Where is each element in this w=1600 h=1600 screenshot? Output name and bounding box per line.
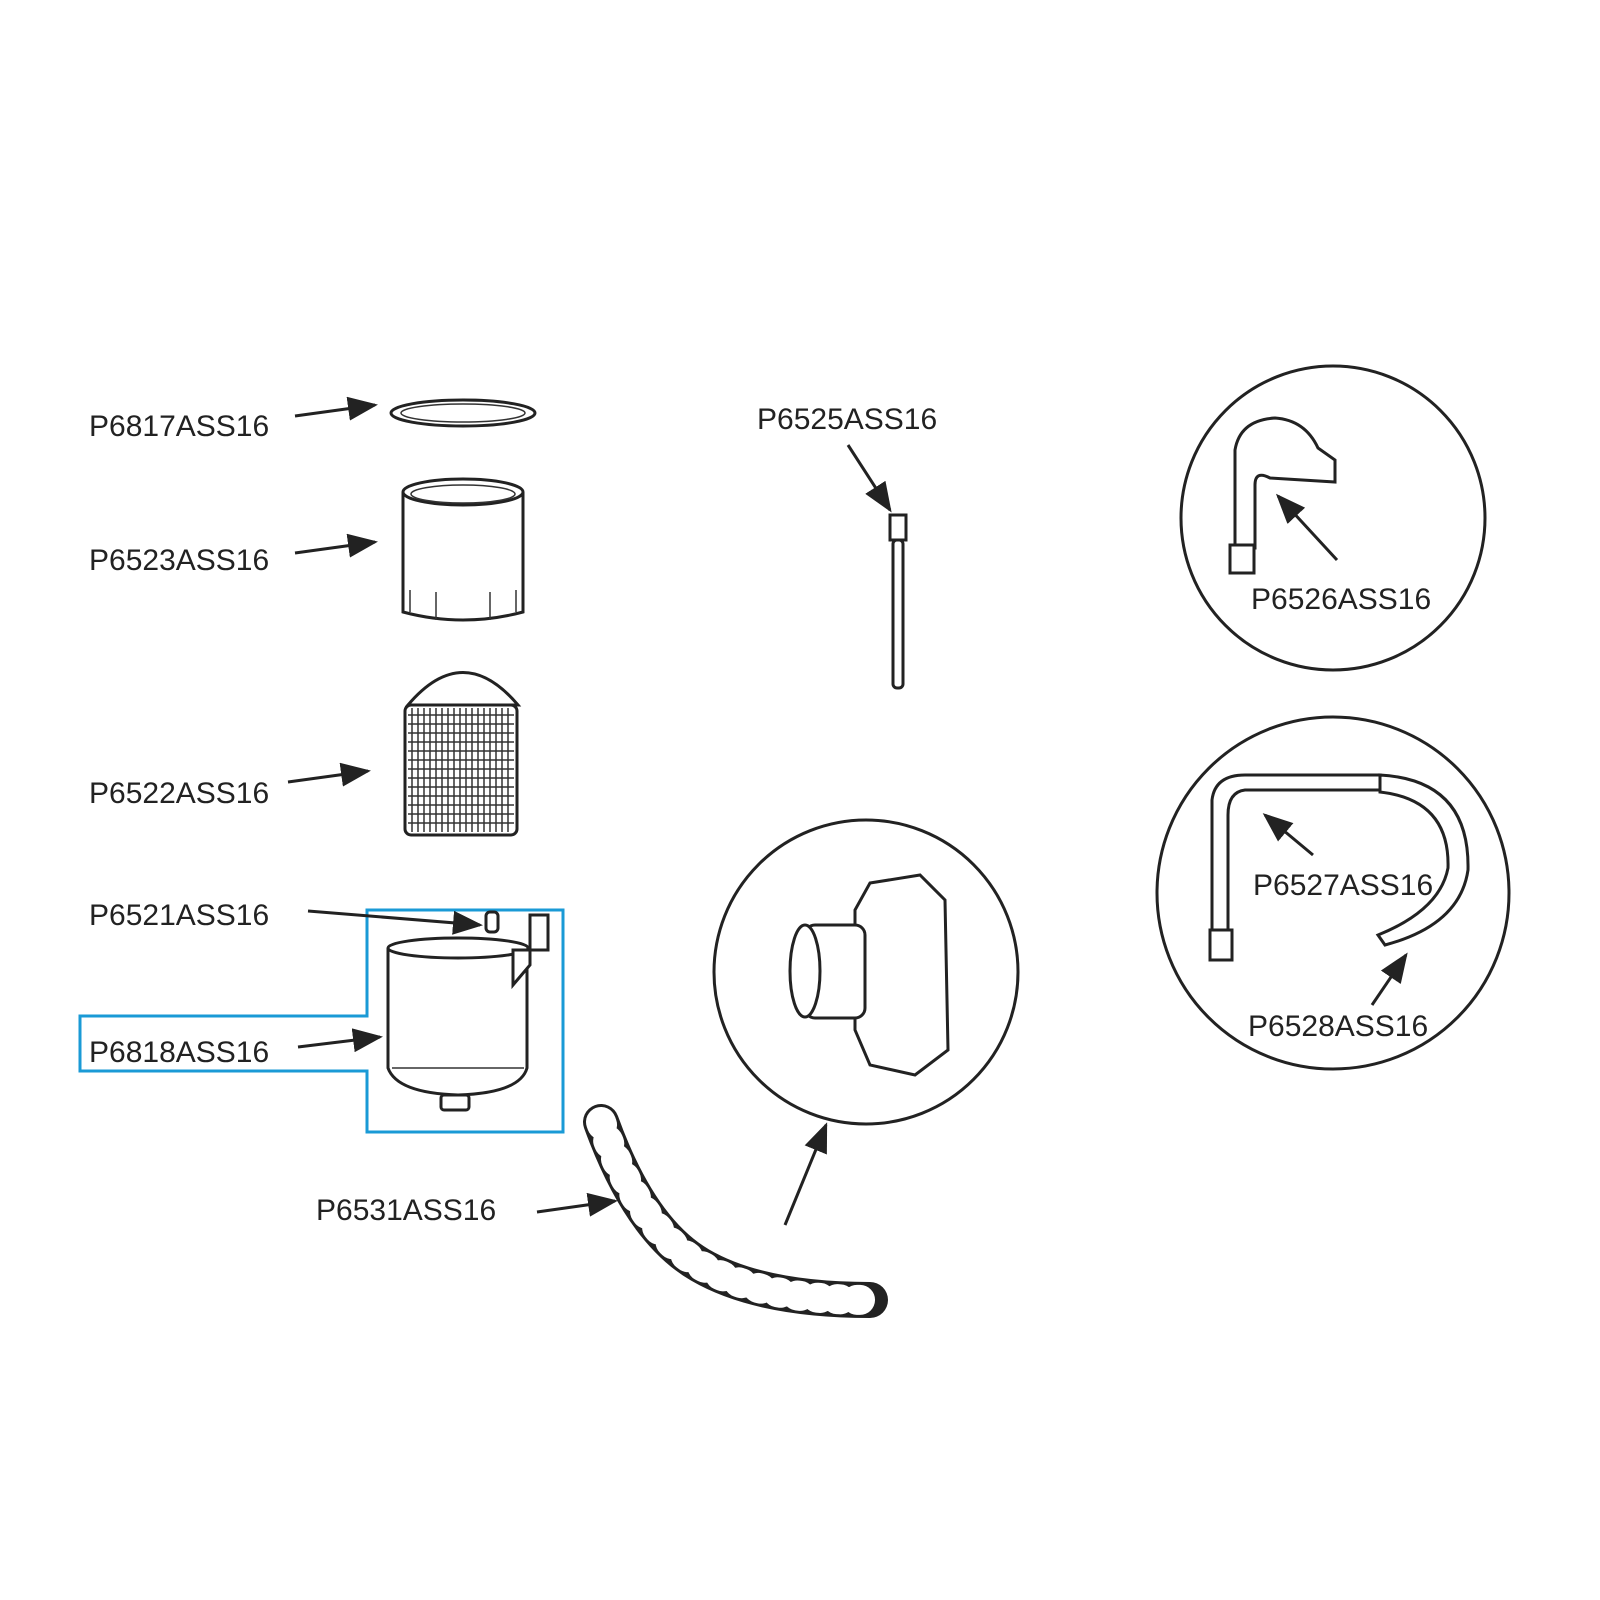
detail-circle-p6526	[1179, 364, 1487, 672]
part-rod[interactable]	[888, 513, 908, 690]
label-p6818[interactable]: P6818ASS16	[89, 1036, 269, 1069]
label-p6817[interactable]: P6817ASS16	[89, 410, 269, 443]
leader-arrows	[287, 396, 1408, 1226]
part-filter-basket[interactable]	[403, 671, 522, 837]
label-p6527[interactable]: P6527ASS16	[1253, 869, 1433, 902]
detail-circle-fitting	[712, 818, 1020, 1126]
label-p6531[interactable]: P6531ASS16	[316, 1194, 496, 1227]
part-skimmer-body[interactable]	[386, 910, 550, 1112]
part-ring[interactable]	[389, 398, 537, 428]
highlight-outline	[78, 908, 565, 1134]
label-p6525[interactable]: P6525ASS16	[757, 403, 937, 436]
part-hose[interactable]	[583, 1104, 888, 1318]
detail-circle-p6527-p6528	[1155, 715, 1511, 1071]
label-p6526[interactable]: P6526ASS16	[1251, 583, 1431, 616]
label-p6521[interactable]: P6521ASS16	[89, 899, 269, 932]
label-p6523[interactable]: P6523ASS16	[89, 544, 269, 577]
label-p6522[interactable]: P6522ASS16	[89, 777, 269, 810]
part-sleeve[interactable]	[401, 477, 525, 622]
label-p6528[interactable]: P6528ASS16	[1248, 1010, 1428, 1043]
